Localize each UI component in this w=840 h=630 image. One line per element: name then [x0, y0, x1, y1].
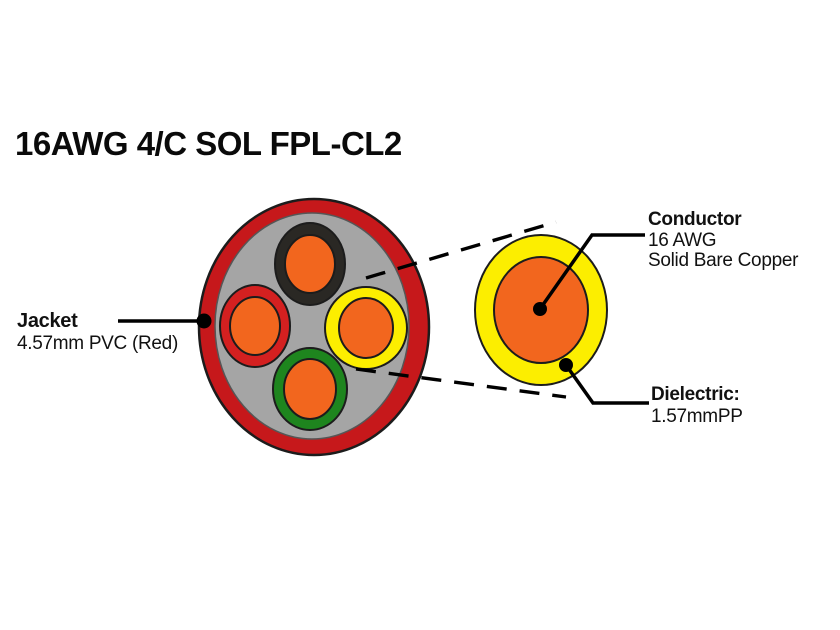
conductor-label-title: Conductor	[648, 209, 742, 230]
conductor-top-copper	[284, 234, 336, 294]
zoom-projection-line-top	[365, 220, 557, 280]
jacket-label-desc: 4.57mm PVC (Red)	[17, 333, 178, 354]
jacket-label-title: Jacket	[17, 310, 78, 332]
dielectric-label-title: Dielectric:	[651, 384, 740, 405]
filler-area	[214, 212, 410, 440]
dielectric-label: Dielectric: 1.57mmPP	[651, 384, 743, 427]
dielectric-leader-dot	[559, 358, 573, 372]
conductor-label-material: Solid Bare Copper	[648, 250, 799, 271]
dielectric-leader-line	[564, 363, 649, 405]
jacket-label: Jacket 4.57mm PVC (Red)	[17, 309, 178, 354]
page-title: 16AWG 4/C SOL FPL-CL2	[15, 125, 402, 162]
conductor-leader-line	[538, 233, 645, 311]
cable-cross-section	[197, 197, 431, 457]
conductor-label: Conductor 16 AWG Solid Bare Copper	[648, 209, 798, 271]
conductor-label-gauge: 16 AWG	[648, 230, 717, 251]
conductor-leader-dot	[533, 302, 547, 316]
conductor-left-copper	[229, 296, 281, 356]
conductor-right-copper	[338, 297, 394, 359]
zoom-projection-line-bottom	[355, 367, 567, 399]
jacket-leader-dot	[196, 313, 212, 329]
dielectric-label-desc: 1.57mmPP	[651, 406, 743, 427]
conductor-bottom-copper	[283, 358, 337, 420]
